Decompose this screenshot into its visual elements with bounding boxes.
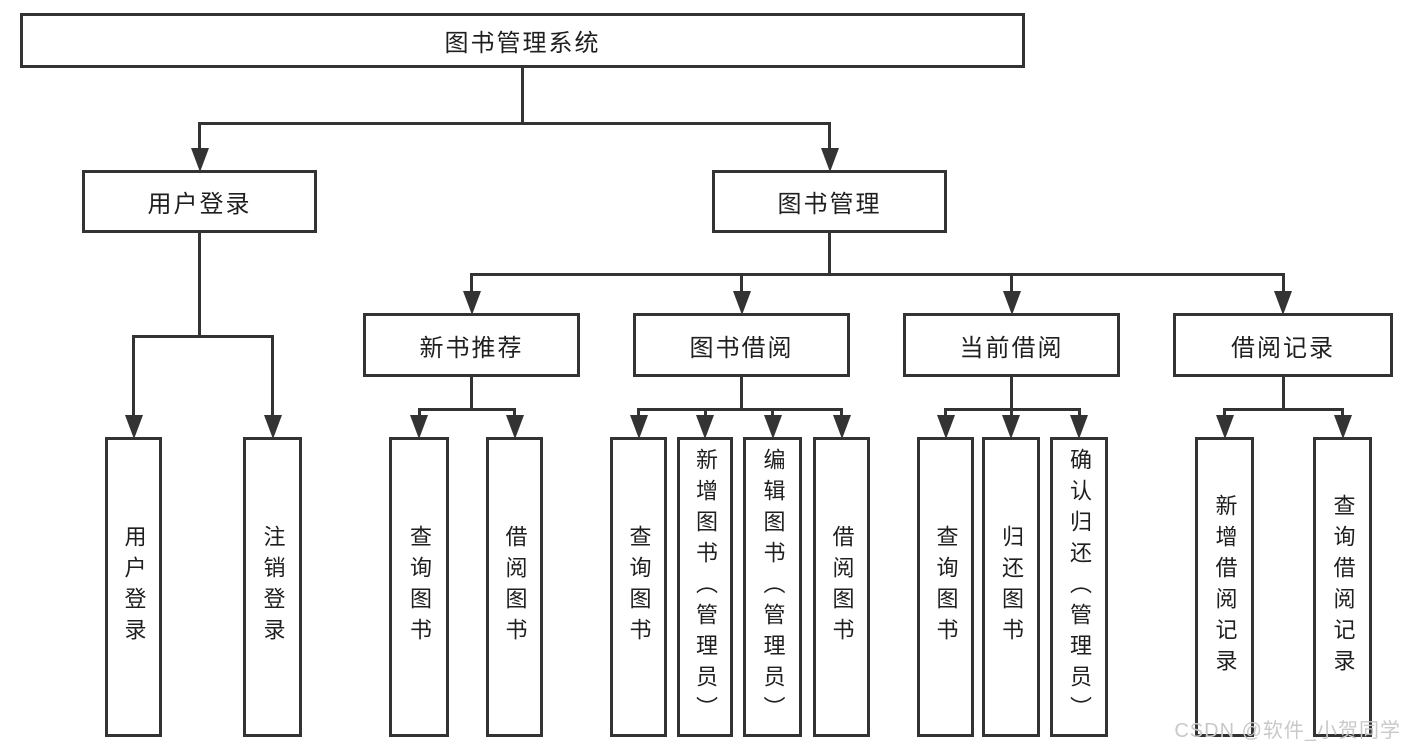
arrow-down-icon — [1215, 415, 1234, 439]
connector-line — [1010, 273, 1013, 295]
connector-line — [703, 408, 707, 419]
node-label: 图书管理 — [777, 191, 882, 218]
arrow-down-icon — [820, 148, 839, 172]
node-borrow: 图书借阅 — [633, 313, 850, 377]
arrow-down-icon — [263, 415, 282, 439]
node-bw-add: 新增图书（管理员） — [677, 437, 733, 737]
arrow-down-icon — [462, 291, 481, 315]
arrow-down-icon — [1002, 291, 1021, 315]
connector-line — [1281, 377, 1285, 411]
arrow-down-icon — [410, 415, 428, 439]
connector-line — [132, 335, 274, 338]
connector-line — [840, 408, 843, 419]
connector-line — [470, 273, 473, 295]
node-label: 借阅记录 — [1231, 334, 1335, 362]
node-label: 借阅图书 — [502, 525, 528, 649]
node-label: 用户登录 — [147, 191, 252, 218]
node-label: 新增图书（管理员） — [693, 447, 718, 727]
arrow-down-icon — [696, 415, 714, 439]
node-cu-confirm: 确认归还（管理员） — [1050, 437, 1108, 737]
node-label: 新增借阅记录 — [1212, 494, 1238, 680]
connector-line — [1281, 273, 1285, 295]
node-rc-add: 新增借阅记录 — [1195, 437, 1254, 737]
connector-line — [198, 122, 831, 125]
connector-line — [637, 408, 640, 419]
node-newrec: 新书推荐 — [363, 313, 580, 377]
connector-line — [271, 335, 274, 419]
arrow-down-icon — [505, 415, 524, 439]
node-bw-edit: 编辑图书（管理员） — [743, 437, 802, 737]
connector-line — [740, 273, 743, 295]
connector-line — [637, 408, 843, 411]
node-nr-borrow: 借阅图书 — [486, 437, 543, 737]
arrow-down-icon — [629, 415, 648, 439]
node-root: 图书管理系统 — [20, 13, 1025, 68]
arrow-down-icon — [732, 291, 751, 315]
connector-line — [828, 122, 831, 152]
connector-line — [1223, 408, 1344, 411]
node-label: 确认归还（管理员） — [1067, 447, 1092, 727]
arrow-down-icon — [936, 415, 955, 439]
node-label: 查询图书 — [407, 525, 432, 649]
arrow-down-icon — [1274, 291, 1292, 315]
connector-line — [521, 68, 524, 125]
node-label: 新书推荐 — [419, 334, 524, 362]
arrow-down-icon — [190, 148, 209, 172]
node-cu-return: 归还图书 — [982, 437, 1040, 737]
connector-line — [1341, 408, 1344, 419]
connector-line — [771, 408, 774, 419]
node-label: 当前借阅 — [959, 334, 1064, 362]
node-label: 借阅图书 — [829, 525, 855, 649]
node-label: 查询图书 — [626, 525, 652, 649]
connector-line — [1077, 408, 1081, 419]
arrow-down-icon — [1333, 415, 1352, 439]
arrow-down-icon — [1070, 415, 1088, 439]
connector-line — [198, 233, 201, 338]
connector-line — [198, 122, 201, 152]
node-bw-query: 查询图书 — [610, 437, 667, 737]
node-label: 归还图书 — [999, 525, 1024, 649]
connector-line — [1010, 377, 1013, 411]
node-label: 注销登录 — [260, 525, 286, 649]
connector-line — [417, 408, 421, 419]
node-label: 图书借阅 — [689, 334, 794, 362]
node-cu-query: 查询图书 — [917, 437, 974, 737]
arrow-down-icon — [832, 415, 851, 439]
node-label: 图书管理系统 — [444, 30, 601, 57]
node-current: 当前借阅 — [903, 313, 1120, 377]
connector-line — [132, 335, 135, 419]
node-label: 查询借阅记录 — [1330, 494, 1356, 680]
node-login: 用户登录 — [82, 170, 317, 233]
connector-line — [740, 377, 743, 411]
connector-line — [470, 273, 1285, 276]
connector-line — [1223, 408, 1226, 419]
node-leaf-logout: 注销登录 — [243, 437, 302, 737]
node-label: 用户登录 — [121, 525, 147, 649]
node-label: 编辑图书（管理员） — [760, 447, 786, 727]
watermark: CSDN @软件_小贺同学 — [1174, 720, 1401, 742]
connector-line — [828, 233, 831, 276]
connector-line — [470, 377, 473, 411]
node-mgmt: 图书管理 — [712, 170, 947, 233]
arrow-down-icon — [124, 415, 143, 439]
node-leaf-login: 用户登录 — [105, 437, 162, 737]
connector-line — [1009, 408, 1013, 419]
connector-line — [417, 408, 516, 411]
node-nr-query: 查询图书 — [389, 437, 449, 737]
connector-line — [944, 408, 947, 419]
arrow-down-icon — [1002, 415, 1020, 439]
arrow-down-icon — [763, 415, 782, 439]
node-bw-borrow: 借阅图书 — [813, 437, 870, 737]
node-records: 借阅记录 — [1173, 313, 1393, 377]
node-label: 查询图书 — [933, 525, 959, 649]
node-rc-query: 查询借阅记录 — [1313, 437, 1372, 737]
connector-line — [513, 408, 516, 419]
